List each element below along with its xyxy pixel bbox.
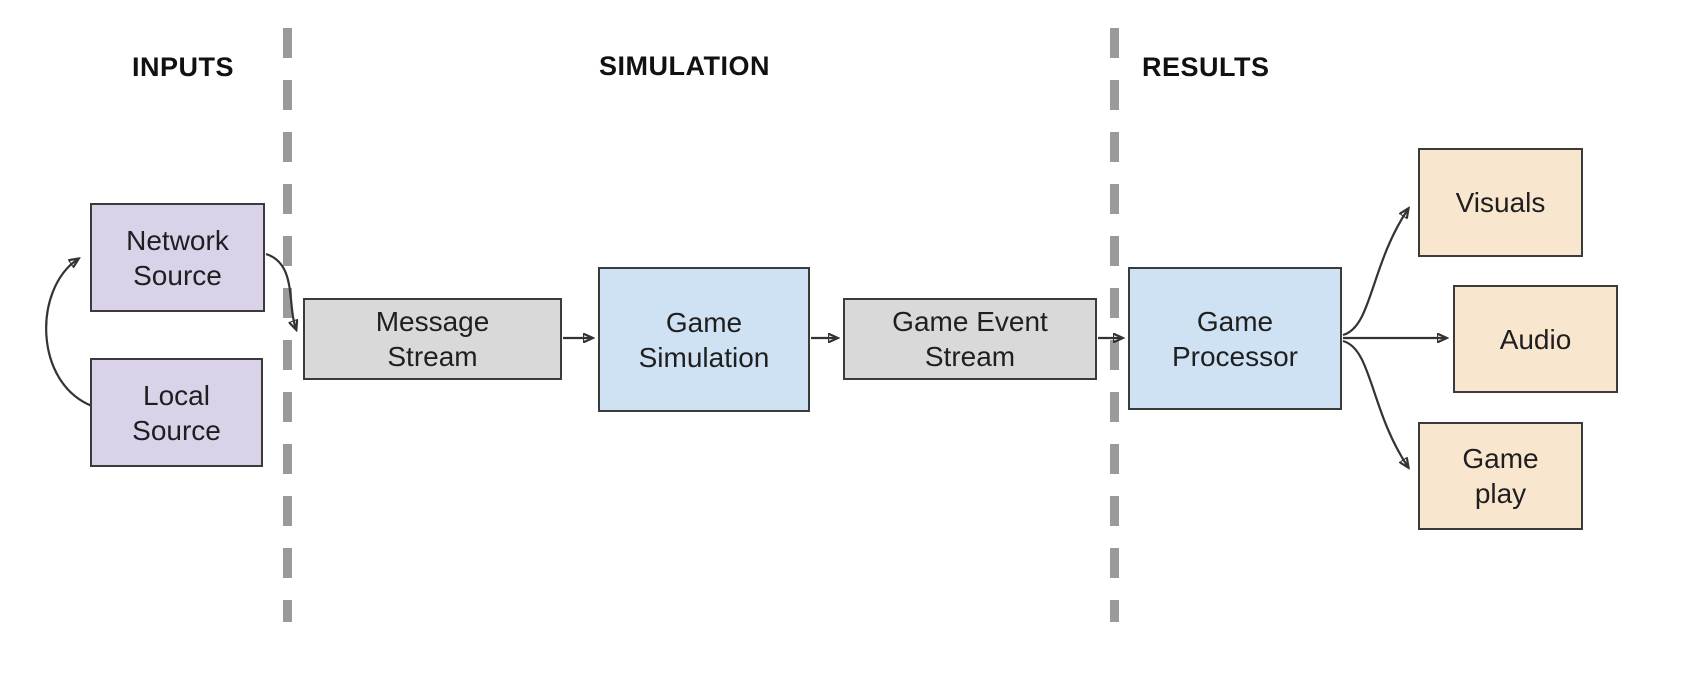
- arrow-game-processor-to-game-play: [1342, 339, 1408, 467]
- section-divider-left: [283, 28, 292, 622]
- node-game-play: Game play: [1418, 422, 1583, 530]
- section-divider-right: [1110, 28, 1119, 622]
- arrow-game-processor-to-visuals: [1342, 209, 1408, 337]
- section-header-results: RESULTS: [1142, 52, 1270, 82]
- node-game-event-stream: Game Event Stream: [843, 298, 1097, 380]
- node-game-simulation: Game Simulation: [598, 267, 810, 412]
- node-visuals: Visuals: [1418, 148, 1583, 257]
- node-audio: Audio: [1453, 285, 1618, 393]
- section-header-simulation: SIMULATION: [599, 51, 770, 81]
- section-header-inputs: INPUTS: [132, 52, 235, 82]
- node-local-source: Local Source: [90, 358, 263, 467]
- node-game-processor: Game Processor: [1128, 267, 1342, 410]
- node-network-source: Network Source: [90, 203, 265, 312]
- node-message-stream: Message Stream: [303, 298, 562, 380]
- arrow-local-source-to-network-source: [45, 259, 93, 408]
